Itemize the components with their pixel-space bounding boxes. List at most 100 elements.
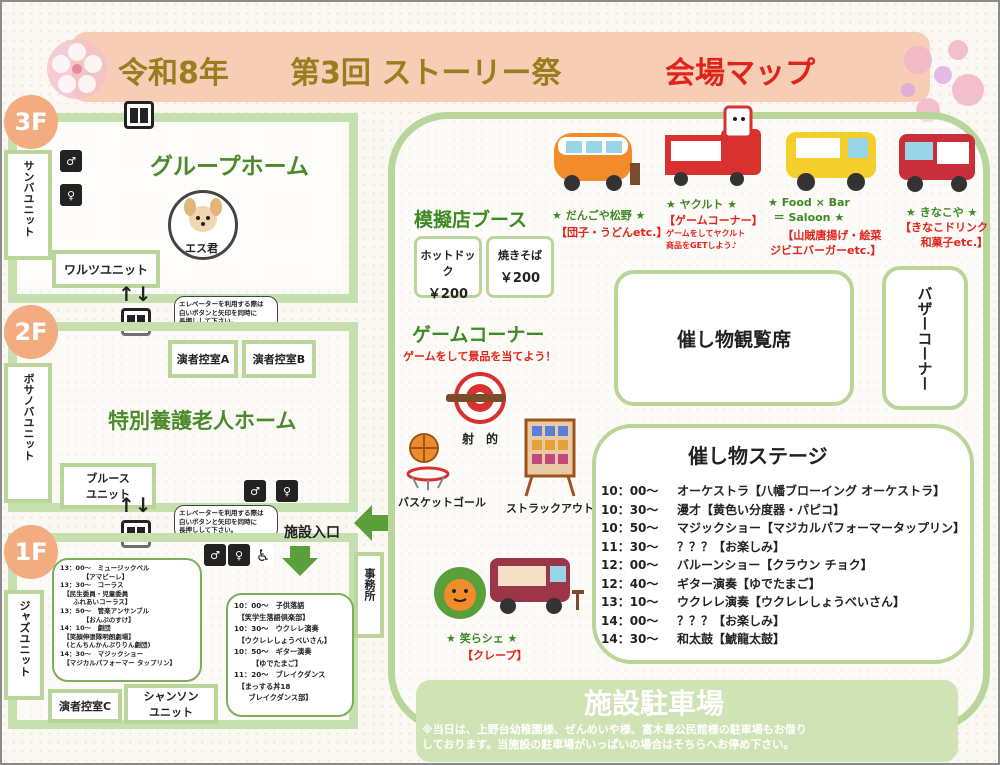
jazz-unit-label: ジャズユニット: [18, 600, 31, 677]
basketball-goal-icon: [400, 430, 460, 494]
elevator-icon: [124, 101, 154, 129]
chanson-unit: シャンソン ユニット: [124, 684, 218, 724]
restroom-icon: ♀: [60, 184, 82, 206]
foodbar-truck-illustration: [782, 118, 882, 200]
wheelchair-icon: ♿: [252, 544, 274, 566]
yakisoba-booth: 焼きそば ￥200: [486, 236, 554, 298]
parking-title: 施設駐車場: [584, 687, 725, 720]
bossanova-unit-label: ボサノバユニット: [22, 373, 35, 461]
yakisoba-price: ￥200: [499, 271, 541, 286]
entrance-arrow-left-icon: [354, 505, 394, 545]
sakura-left-decoration: [42, 34, 112, 104]
yakult-booth-note: ゲームをしてヤクルト 商品をGETしよう♪: [666, 229, 746, 250]
bazaar-label: バザーコーナー: [915, 285, 934, 391]
group-home-title: グループホーム: [150, 154, 309, 180]
elevator-note-text: エレベーターを利用する際は 白いボタンと矢印を同時に 長押しして下さい。: [179, 300, 264, 326]
green-room-b: 演者控室B: [242, 340, 316, 378]
stage-schedule-row: 10：50～ マジックショー【マジカルパフォーマータップリン】: [601, 519, 967, 538]
stage-time: 12：40～: [601, 576, 659, 591]
viewing-seats-label: 催し物観覧席: [676, 328, 791, 351]
strike-out-board-icon: [522, 418, 578, 502]
yakult-truck-illustration: [655, 105, 765, 199]
kinakoya-booth-name: ★ きなこや ★: [906, 206, 978, 219]
restroom-icon: ♀: [276, 480, 298, 502]
stage-schedule-row: 10：00～ オーケストラ【八幡ブローイング オーケストラ】: [601, 482, 967, 501]
stage-schedule-row: 12：00～ バルーンショー【クラウン チョク】: [601, 556, 967, 575]
crepe-truck-illustration: [486, 540, 586, 624]
dog-mascot-icon: [184, 198, 222, 232]
stage-time: 10：30～: [601, 502, 659, 517]
kinakoya-truck-illustration: [893, 120, 989, 202]
waltz-unit-label: ワルツユニット: [63, 262, 148, 277]
stage-schedule-list: 10：00～ オーケストラ【八幡ブローイング オーケストラ】 10：30～ 漫才【黄色…: [601, 482, 967, 649]
green-room-c-label: 演者控室C: [58, 700, 112, 713]
parking-note: ※当日は、上野台幼稚園様、ぜんめいや様、富木島公民館様の駐車場もお借り しており…: [422, 723, 807, 751]
arrow-up-down-icon: ↑↓: [118, 282, 152, 306]
stage-act: ギター演奏【ゆでたまご】: [677, 576, 821, 591]
blues-unit: ブルース ユニット: [60, 463, 156, 509]
waraushe-logo: [432, 565, 488, 625]
waltz-unit: ワルツユニット: [52, 250, 160, 288]
entrance-arrow-down-icon: [282, 546, 318, 580]
stage-schedule-row: 10：30～ 漫才【黄色い分度器・パピコ】: [601, 501, 967, 520]
stage-act: 漫才【黄色い分度器・パピコ】: [677, 502, 846, 517]
title-map: 会場マップ: [665, 56, 815, 91]
basketball-label: バスケットゴール: [398, 496, 486, 509]
stage-act: ？？？【お楽しみ】: [677, 539, 786, 554]
bazaar-area: バザーコーナー: [882, 266, 968, 410]
event-stage-area: [592, 424, 974, 664]
shooting-label: 射 的: [462, 432, 499, 446]
stage-schedule-row: 14：00～ ？？？【お楽しみ】: [601, 612, 967, 631]
blues-unit-label: ブルース ユニット: [86, 472, 130, 501]
stage-time: 13：10～: [601, 595, 659, 609]
stage-act: 和太鼓【鯱龍太鼓】: [677, 632, 786, 646]
mascot-name: エス君: [185, 242, 218, 255]
hotdog-name: ホットドック: [420, 249, 476, 278]
green-room-a-label: 演者控室A: [176, 353, 230, 366]
shooting-target-icon: [440, 370, 520, 430]
stage-time: 14：00～: [601, 613, 659, 628]
hotdog-price: ￥200: [427, 287, 469, 302]
restroom-icon: ♂: [60, 150, 82, 172]
office-room: 事務所: [354, 552, 384, 638]
restroom-icon: ♀: [228, 544, 250, 566]
stage-time: 12：00～: [601, 558, 659, 572]
stage-act: ？？？【お楽しみ】: [677, 613, 786, 628]
foodbar-booth-name: ★ Food × Bar ＝ Saloon ★: [768, 196, 850, 224]
stage-time: 10：50～: [601, 521, 659, 535]
office-label: 事務所: [363, 568, 376, 601]
stage-act: マジックショー【マジカルパフォーマータップリン】: [677, 521, 966, 535]
green-room-c: 演者控室C: [48, 689, 122, 723]
stage-time: 10：00～: [601, 484, 659, 498]
restroom-icon: ♂: [204, 544, 226, 566]
samba-unit-label: サンバユニット: [22, 160, 35, 237]
bossanova-unit: ボサノバユニット: [4, 363, 52, 503]
entrance-label: 施設入口: [284, 525, 340, 541]
restroom-icon: ♂: [244, 480, 266, 502]
floor-3f-badge: 3F: [4, 95, 58, 149]
waraushe-name: ★ 笑らシェ ★: [446, 632, 518, 645]
elevator-note-text: エレベーターを利用する際は 白いボタンと矢印を同時に 長押しして下さい。: [179, 509, 264, 535]
stage-schedule-row: 14：30～和太鼓【鯱龍太鼓】: [601, 630, 967, 649]
stage-act: オーケストラ【八幡ブローイング オーケストラ】: [677, 484, 946, 498]
stage-act: バルーンショー【クラウン チョク】: [677, 558, 873, 572]
stage-schedule-row: 12：40～ ギター演奏【ゆでたまご】: [601, 575, 967, 594]
jazz-unit: ジャズユニット: [4, 590, 44, 700]
chanson-unit-label: シャンソン ユニット: [143, 690, 199, 719]
booths-title: 模擬店ブース: [414, 209, 528, 231]
floor-2f-badge: 2F: [4, 305, 58, 359]
stage-schedule-row: 11：30～ ？？？【お楽しみ】: [601, 538, 967, 557]
schedule-left-text: 13：00～ ミュージックベル 【アマビーレ】 13：30～ コーラス 【民生委…: [60, 564, 177, 667]
schedule-bubble-left: 13：00～ ミュージックベル 【アマビーレ】 13：30～ コーラス 【民生委…: [52, 558, 202, 682]
kinakoya-booth-sub: 【きなこドリンク 和菓子etc.】: [900, 221, 988, 249]
stage-time: 11：30～: [601, 539, 659, 554]
title-event: 第3回 ストーリー祭: [290, 56, 562, 91]
floor-1f-badge: 1F: [4, 525, 58, 579]
arrow-up-down-icon: ↑↓: [118, 493, 152, 517]
stage-act: ウクレレ演奏【ウクレレしょうべいさん】: [677, 595, 906, 609]
strike-out-label: ストラックアウト: [506, 502, 594, 515]
foodbar-booth-sub: 【山賊唐揚げ・絵菜 ジビエバーガーetc.】: [770, 229, 882, 257]
green-room-b-label: 演者控室B: [252, 353, 306, 366]
waraushe-sub: 【クレープ】: [462, 649, 528, 662]
